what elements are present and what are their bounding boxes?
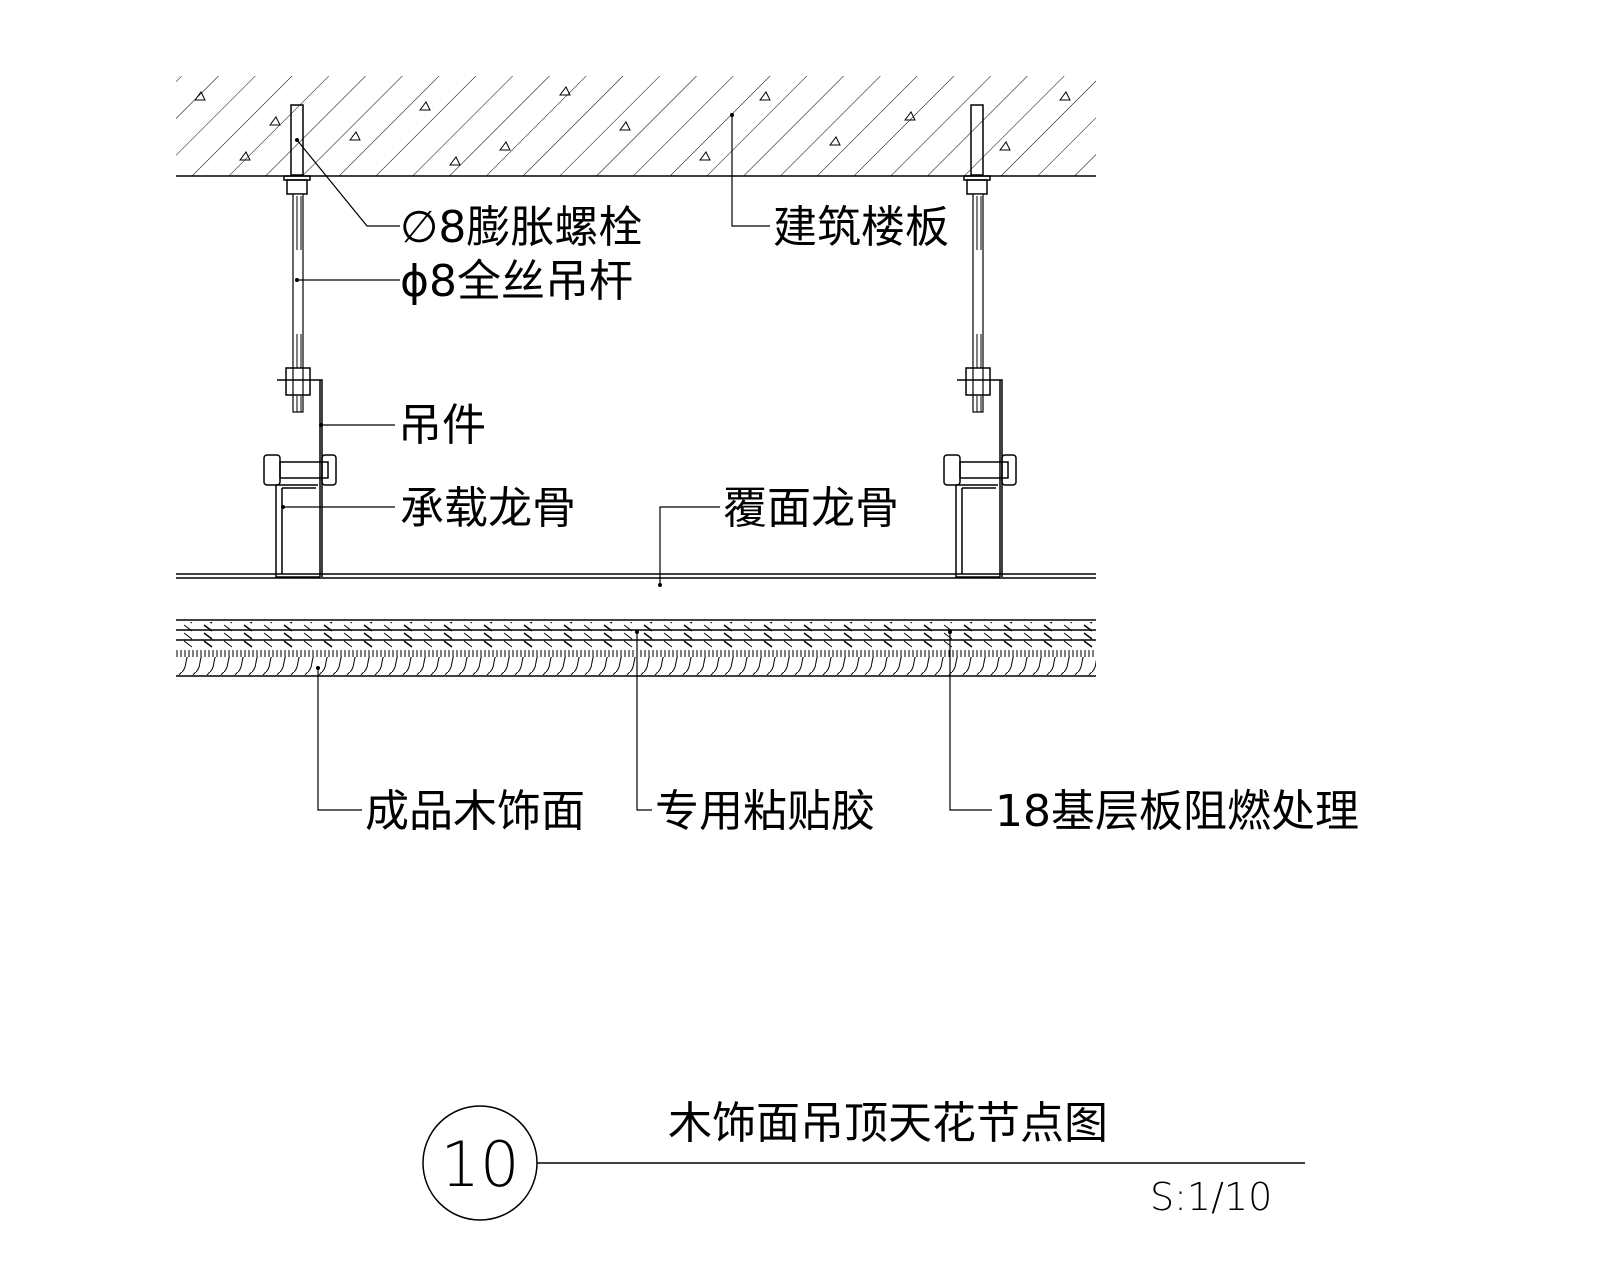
nut: [286, 179, 308, 195]
board-layers: [176, 619, 1096, 677]
label-cover-keel: 覆面龙骨: [723, 483, 899, 534]
drawing-scale: S:1/10: [1150, 1175, 1272, 1219]
building-slab: [176, 76, 1096, 177]
label-building-slab: 建筑楼板: [773, 202, 949, 253]
expansion-bolt: [290, 104, 304, 176]
hanger-assembly-left: [263, 104, 337, 578]
detail-number: 10: [441, 1128, 520, 1201]
label-threaded-rod: ϕ8全丝吊杆: [400, 256, 633, 307]
drawing-title: 木饰面吊顶天花节点图: [668, 1098, 1108, 1149]
main-keel-channel: [275, 484, 320, 578]
leader-lines: [281, 113, 992, 811]
title-block: 10 木饰面吊顶天花节点图 S:1/10: [422, 1098, 1305, 1221]
label-base-board: 18基层板阻燃处理: [995, 786, 1359, 837]
hanger-bracket: [277, 379, 323, 577]
label-wood-veneer: 成品木饰面: [365, 786, 585, 837]
label-adhesive: 专用粘贴胶: [655, 786, 875, 837]
label-main-keel: 承载龙骨: [400, 483, 576, 534]
bolt-head: [263, 454, 281, 486]
label-expansion-bolt: ∅8膨胀螺栓: [400, 202, 642, 253]
label-hanger: 吊件: [398, 400, 486, 451]
